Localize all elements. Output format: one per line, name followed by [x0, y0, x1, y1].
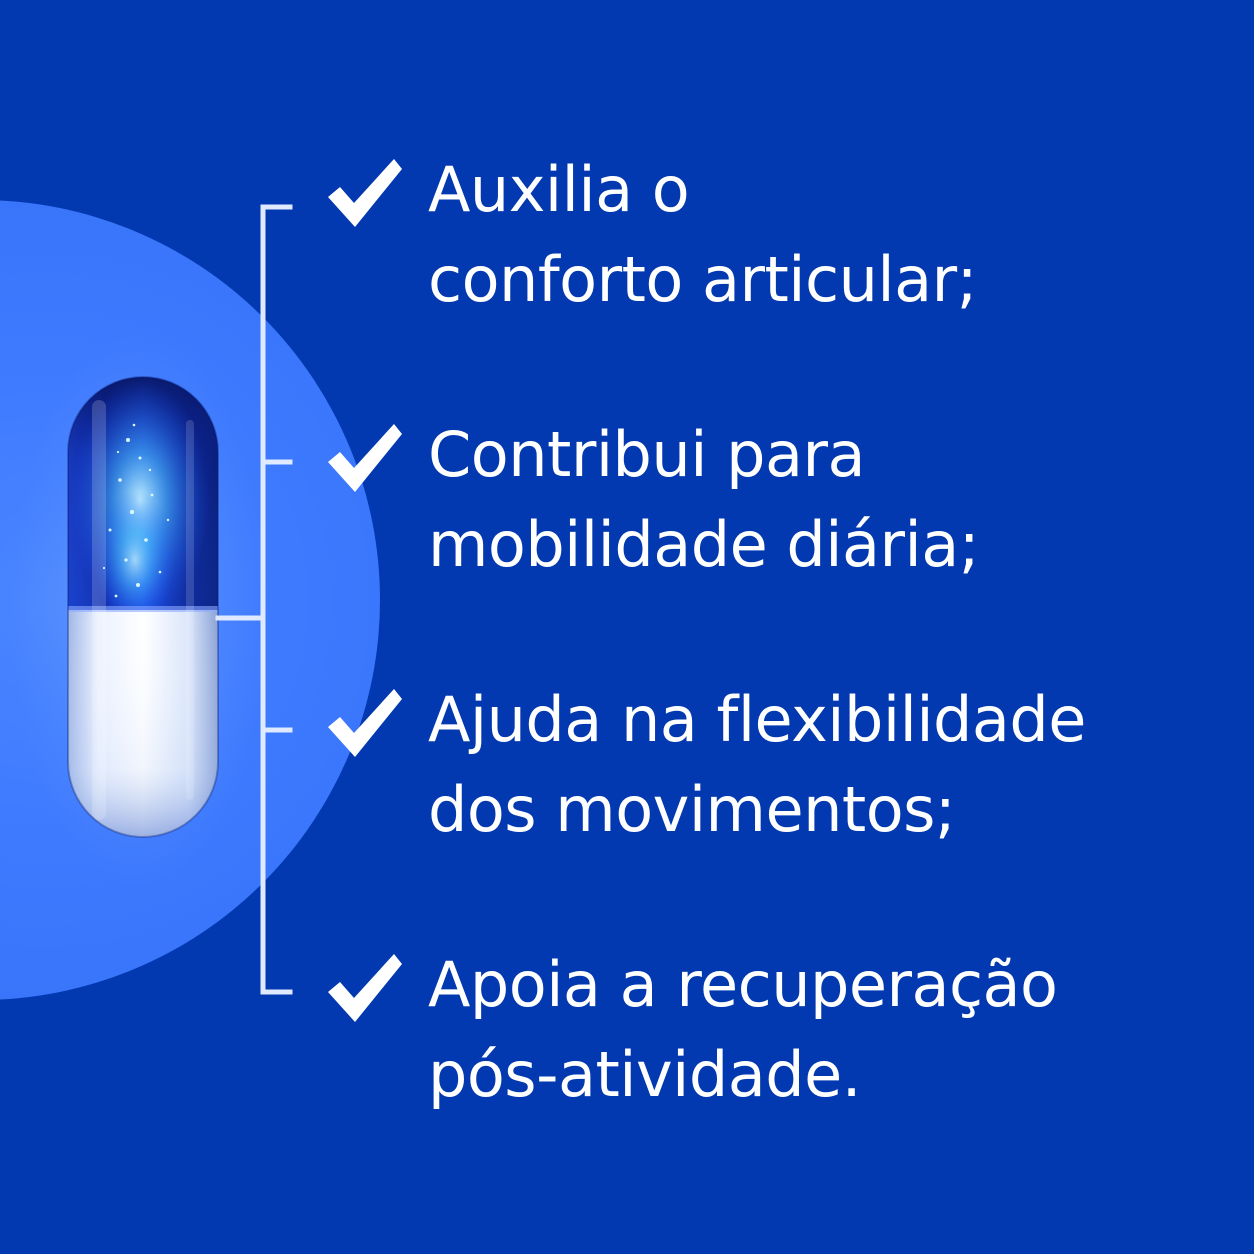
- benefit-item: Contribui para mobilidade diária;: [322, 410, 980, 590]
- benefit-text: Ajuda na flexibilidade dos movimentos;: [428, 675, 1086, 855]
- checkmark-icon: [328, 159, 402, 227]
- checkmark-icon: [328, 954, 402, 1022]
- benefit-line-1: Apoia a recuperação: [428, 948, 1058, 1021]
- benefit-line-2: pós-atividade.: [428, 1038, 861, 1111]
- sparkle-particles: [102, 423, 170, 598]
- benefit-line-2: mobilidade diária;: [428, 508, 980, 581]
- benefit-line-1: Ajuda na flexibilidade: [428, 683, 1086, 756]
- benefit-line-2: conforto articular;: [428, 243, 978, 316]
- capsule-illustration: [67, 376, 219, 838]
- benefit-line-2: dos movimentos;: [428, 773, 956, 846]
- benefit-line-1: Auxilia o: [428, 153, 690, 226]
- benefit-text: Auxilia o conforto articular;: [428, 145, 978, 325]
- checkmark-icon: [328, 689, 402, 757]
- benefit-text: Apoia a recuperação pós-atividade.: [428, 940, 1058, 1120]
- bracket-connector: [215, 204, 293, 995]
- checkmark-icon: [328, 424, 402, 492]
- benefit-line-1: Contribui para: [428, 418, 865, 491]
- benefit-item: Ajuda na flexibilidade dos movimentos;: [322, 675, 1086, 855]
- benefit-item: Apoia a recuperação pós-atividade.: [322, 940, 1058, 1120]
- benefit-text: Contribui para mobilidade diária;: [428, 410, 980, 590]
- benefit-item: Auxilia o conforto articular;: [322, 145, 978, 325]
